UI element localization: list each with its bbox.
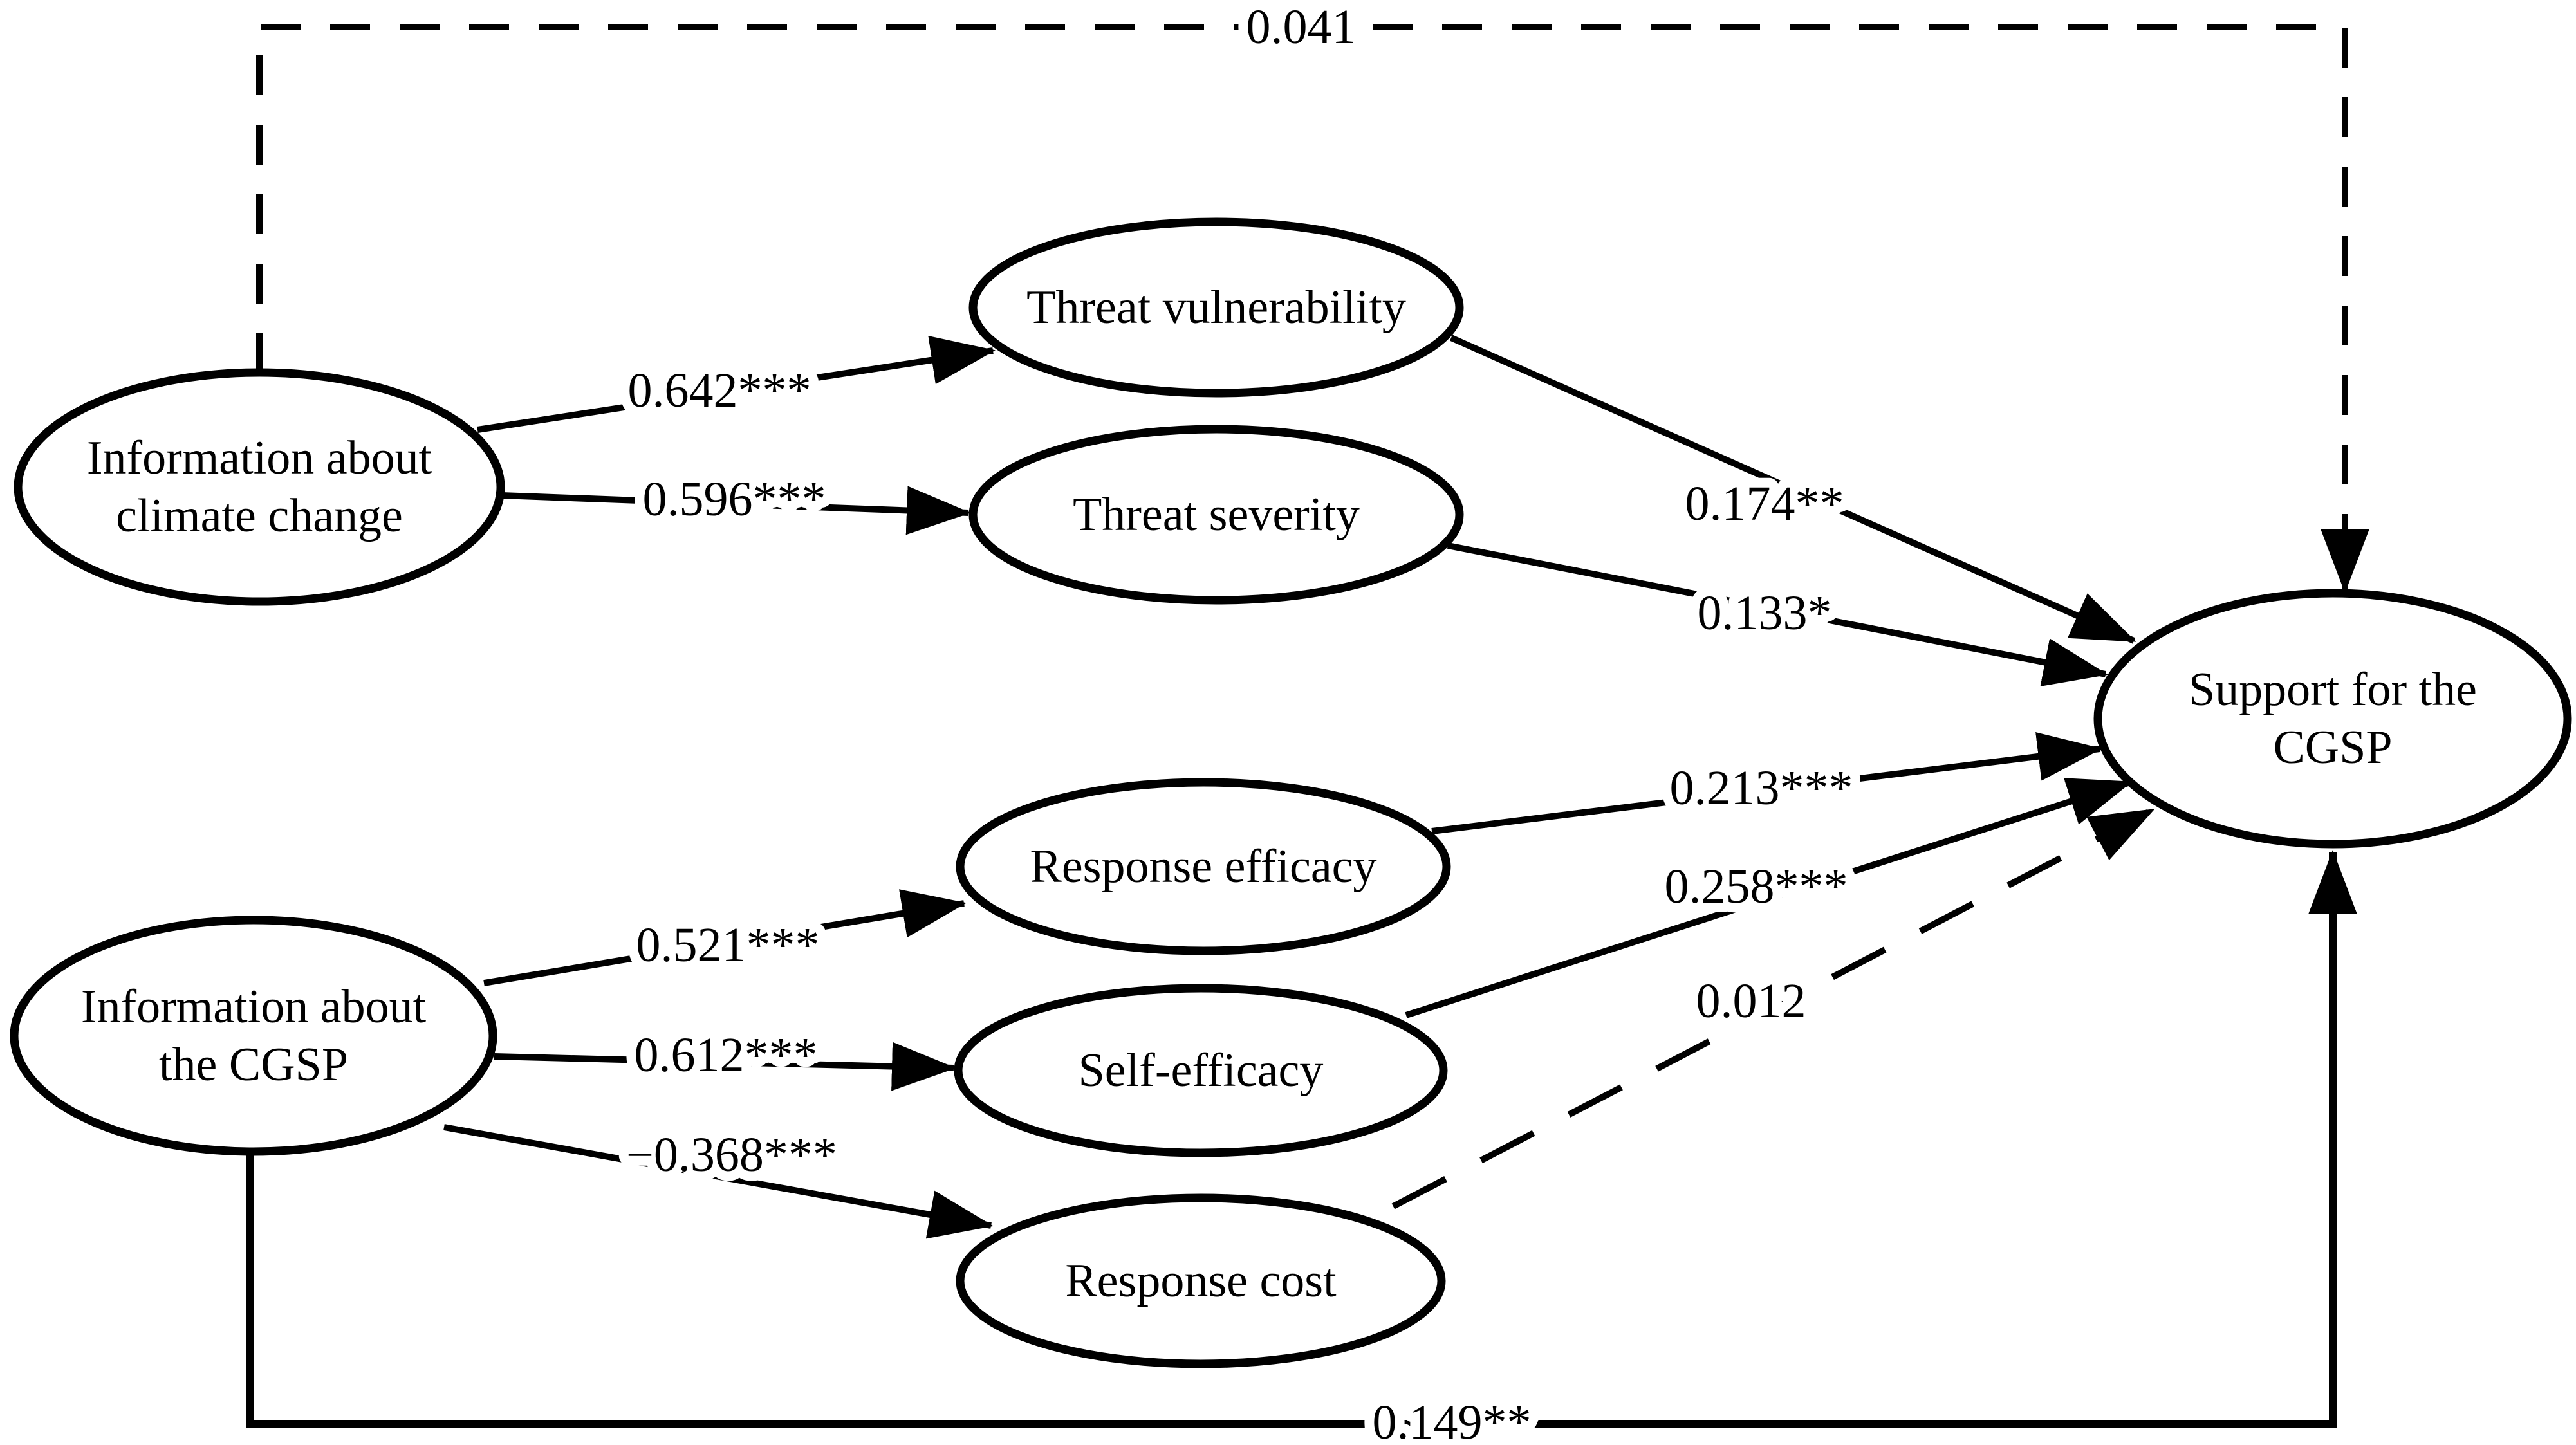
edge-coefficient-cgsp-response-efficacy: 0.521*** bbox=[636, 918, 820, 972]
edge-coefficient-response-efficacy-support: 0.213*** bbox=[1670, 761, 1853, 815]
edge-threat-vulnerability-support bbox=[1449, 335, 2136, 644]
edge-coefficient-cgsp-support-direct: 0.149** bbox=[1373, 1395, 1532, 1445]
node-label-response-efficacy: Response efficacy bbox=[1030, 840, 1376, 893]
edge-coefficient-cgsp-response-cost: −0.368*** bbox=[626, 1128, 837, 1182]
node-label-threat-vulnerability: Threat vulnerability bbox=[1026, 281, 1406, 334]
edge-response-cost-support bbox=[1391, 807, 2155, 1210]
edge-climate-threat-severity bbox=[501, 486, 971, 535]
edge-cgsp-response-efficacy bbox=[483, 889, 967, 986]
edge-coefficient-cgsp-self-efficacy: 0.612*** bbox=[635, 1028, 818, 1082]
edge-cgsp-response-cost bbox=[443, 1124, 994, 1239]
edge-coefficient-climate-support-direct: 0.041 bbox=[1246, 0, 1357, 54]
edge-self-efficacy-support bbox=[1405, 778, 2133, 1018]
node-label-support-cgsp: Support for the bbox=[2189, 663, 2477, 716]
edge-threat-severity-support bbox=[1447, 542, 2108, 686]
node-info-climate bbox=[14, 368, 505, 606]
node-label-threat-severity: Threat severity bbox=[1073, 488, 1360, 541]
node-support-cgsp bbox=[2093, 589, 2572, 849]
node-label-support-cgsp: CGSP bbox=[2273, 721, 2392, 774]
edge-cgsp-support-direct bbox=[246, 850, 2357, 1428]
node-self-efficacy bbox=[954, 984, 1448, 1157]
edge-climate-threat-vulnerability bbox=[477, 336, 996, 433]
edge-coefficient-climate-threat-vulnerability: 0.642*** bbox=[628, 364, 811, 418]
node-threat-severity bbox=[968, 425, 1464, 605]
edge-response-efficacy-support bbox=[1431, 732, 2102, 834]
edge-coefficient-self-efficacy-support: 0.258*** bbox=[1665, 860, 1848, 914]
node-label-info-cgsp: Information about bbox=[81, 980, 427, 1033]
edge-coefficient-threat-vulnerability-support: 0.174** bbox=[1685, 477, 1844, 531]
node-label-self-efficacy: Self-efficacy bbox=[1079, 1044, 1324, 1097]
node-info-cgsp bbox=[10, 916, 497, 1156]
edge-coefficient-climate-threat-severity: 0.596*** bbox=[643, 472, 826, 526]
node-response-efficacy bbox=[956, 778, 1451, 955]
node-label-response-cost: Response cost bbox=[1065, 1255, 1337, 1307]
node-threat-vulnerability bbox=[968, 217, 1464, 398]
edge-climate-support-direct bbox=[256, 24, 2369, 593]
node-label-info-climate: Information about bbox=[87, 432, 432, 484]
edge-cgsp-self-efficacy bbox=[494, 1042, 956, 1091]
edge-coefficient-threat-severity-support: 0.133* bbox=[1698, 586, 1832, 640]
edge-coefficient-response-cost-support: 0.012 bbox=[1696, 974, 1806, 1028]
node-response-cost bbox=[956, 1193, 1446, 1368]
node-label-info-cgsp: the CGSP bbox=[159, 1038, 348, 1091]
node-label-info-climate: climate change bbox=[116, 490, 403, 542]
